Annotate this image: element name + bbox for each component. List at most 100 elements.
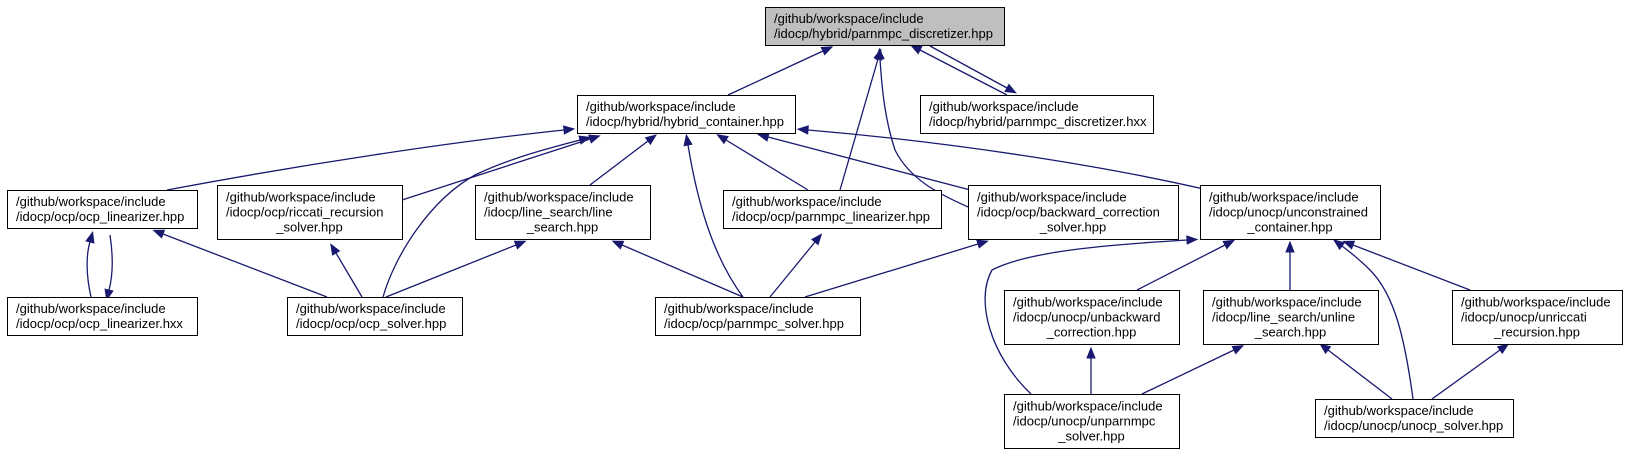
arrowhead-icon [909,44,923,55]
node-label-line: _solver.hpp [1057,429,1125,444]
edge-unocp_solver_hpp-to-unline_search_hpp [1319,343,1393,400]
node-label-line: /idocp/ocp/ocp_linearizer.hpp [16,209,184,224]
node-label-line: _solver.hpp [275,220,343,235]
node-label-line: /github/workspace/include [1461,295,1611,310]
edge-parnmpc_linearizer_hpp-to-hybrid_container_hpp [716,134,809,191]
file-node-unconstrained-container-hpp[interactable]: /github/workspace/include/idocp/unocp/un… [1200,185,1381,240]
edge-unocp_solver_hpp-to-unriccati_recursion_hpp [1431,343,1510,400]
edge-parnmpc_discretizer_hpp-to-parnmpc_discretizer_hxx [929,45,1017,94]
node-box [723,190,942,229]
edge-backward_correction_solver_hpp-to-parnmpc_discretizer_hpp [875,47,976,211]
node-label-line: /idocp/unocp/unparnmpc [1013,414,1156,429]
edge-line [108,234,113,291]
edge-line [401,138,591,201]
edge-ocp_solver_hpp-to-line_search_hpp [385,240,527,298]
arrowhead-icon [588,134,601,144]
node-label-line: /github/workspace/include [1324,403,1474,418]
file-node-ocp-solver-hpp[interactable]: /github/workspace/include/idocp/ocp/ocp_… [287,297,463,336]
edge-unbackward_correction_hpp-to-unconstrained_container_hpp [1136,239,1236,291]
node-label-line: /github/workspace/include [296,301,446,316]
node-label-line: /github/workspace/include [1212,295,1362,310]
file-node-unline-search-hpp[interactable]: /github/workspace/include/idocp/line_sea… [1203,290,1379,345]
edge-parnmpc_solver_hpp-to-parnmpc_linearizer_hpp [769,233,823,298]
edge-unparnmpc_solver_hpp-to-unline_search_hpp [1141,345,1245,395]
edge-line [929,45,1008,89]
node-label-line: /github/workspace/include [586,99,736,114]
node-label-line: /github/workspace/include [484,190,634,205]
node-label-line: _search.hpp [1254,325,1327,340]
edge-parnmpc_solver_hpp-to-line_search_hpp [611,240,744,298]
edge-line [1431,349,1501,400]
file-node-parnmpc-linearizer-hpp[interactable]: /github/workspace/include/idocp/ocp/parn… [723,190,942,229]
node-label-line: /github/workspace/include [1013,295,1163,310]
node-box [1004,290,1180,345]
node-label-line: /github/workspace/include [1209,190,1359,205]
edge-line [1352,244,1471,291]
node-layer: /github/workspace/include/idocp/hybrid/p… [7,7,1623,449]
node-label-line: /idocp/ocp/parnmpc_solver.hpp [664,316,844,331]
edge-ocp_linearizer_hpp-to-ocp_linearizer_hxx [104,234,114,302]
node-box [287,297,463,336]
file-node-backward-correction-solver-hpp[interactable]: /github/workspace/include/idocp/ocp/back… [968,185,1179,240]
node-label-line: /github/workspace/include [732,194,882,209]
node-box [1315,399,1514,438]
arrowhead-icon [85,231,95,244]
arrowhead-icon [563,125,576,135]
edge-line [621,244,744,298]
node-label-line: /idocp/unocp/unconstrained [1209,205,1368,220]
file-node-ocp-linearizer-hxx[interactable]: /github/workspace/include/idocp/ocp/ocp_… [7,297,198,336]
arrowhead-icon [1004,83,1017,94]
arrowhead-icon [1342,240,1356,250]
file-node-parnmpc-solver-hpp[interactable]: /github/workspace/include/idocp/ocp/parn… [655,297,861,336]
file-node-parnmpc-discretizer-hpp[interactable]: /github/workspace/include/idocp/hybrid/p… [765,7,1005,46]
edge-line [769,241,816,298]
node-label-line: _solver.hpp [1039,220,1107,235]
arrowhead-icon [1231,345,1245,355]
file-node-ocp-linearizer-hpp[interactable]: /github/workspace/include/idocp/ocp/ocp_… [7,190,198,229]
file-node-unocp-solver-hpp[interactable]: /github/workspace/include/idocp/unocp/un… [1315,399,1514,438]
arrowhead-icon [1086,346,1096,359]
edge-line [804,243,979,298]
edge-line [166,129,565,191]
node-label-line: _container.hpp [1246,220,1332,235]
edge-unconstrained_container_hpp-to-hybrid_container_hpp [796,125,1209,191]
file-node-riccati-recursion-solver-hpp[interactable]: /github/workspace/include/idocp/ocp/ricc… [217,185,403,240]
edge-parnmpc_solver_hpp-to-hybrid_container_hpp [683,133,744,298]
arrowhead-icon [875,47,885,60]
edge-line [1341,245,1414,400]
node-label-line: /github/workspace/include [977,190,1127,205]
arrowhead-icon [152,229,166,239]
file-node-hybrid-container-hpp[interactable]: /github/workspace/include/idocp/hybrid/h… [577,95,796,134]
edge-ocp_linearizer_hxx-to-ocp_linearizer_hpp [85,231,95,298]
arrowhead-icon [820,46,834,56]
node-label-line: /github/workspace/include [16,301,166,316]
edge-line [1141,349,1235,395]
edge-ocp_linearizer_hpp-to-hybrid_container_hpp [166,125,576,191]
arrowhead-icon [757,132,770,142]
edge-hybrid_container_hpp-to-parnmpc_discretizer_hpp [727,46,834,96]
file-node-unbackward-correction-hpp[interactable]: /github/workspace/include/idocp/unocp/un… [1004,290,1180,345]
node-box [7,297,198,336]
edge-ocp_solver_hpp-to-riccati_recursion_solver_hpp [330,243,363,298]
file-node-unparnmpc-solver-hpp[interactable]: /github/workspace/include/idocp/unocp/un… [1004,394,1180,449]
edge-layer [85,44,1510,400]
edge-line [727,50,824,96]
edge-line [687,144,744,298]
arrowhead-icon [330,243,341,256]
node-label-line: /idocp/hybrid/parnmpc_discretizer.hxx [929,114,1147,129]
edge-line [839,58,879,191]
file-node-unriccati-recursion-hpp[interactable]: /github/workspace/include/idocp/unocp/un… [1452,290,1623,345]
file-node-line-search-hpp[interactable]: /github/workspace/include/idocp/line_sea… [475,185,651,240]
edge-line [385,244,517,298]
arrowhead-icon [1332,239,1346,251]
node-box [217,185,403,240]
edge-riccati_recursion_solver_hpp-to-hybrid_container_hpp [401,134,601,201]
arrowhead-icon [513,240,527,250]
arrowhead-icon [1222,239,1236,250]
edge-ocp_solver_hpp-to-hybrid_container_hpp [382,135,591,298]
file-node-parnmpc-discretizer-hxx[interactable]: /github/workspace/include/idocp/hybrid/p… [920,95,1154,134]
arrowhead-icon [644,134,658,146]
arrowhead-icon [1285,240,1295,253]
edge-unparnmpc_solver_hpp-to-unconstrained_container_hpp [984,235,1199,395]
node-label-line: /github/workspace/include [226,190,376,205]
